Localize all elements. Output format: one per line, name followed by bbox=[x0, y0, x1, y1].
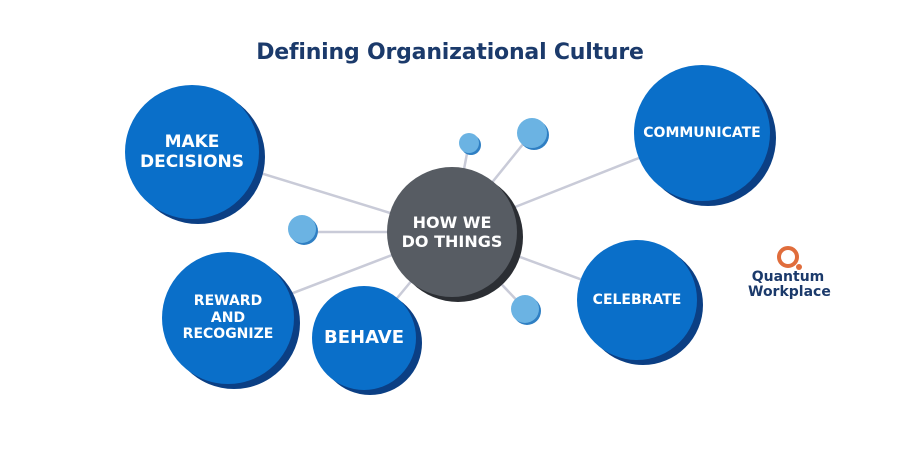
node-celebrate: CELEBRATE bbox=[577, 240, 697, 360]
small-dot bbox=[288, 215, 316, 243]
small-dot bbox=[511, 295, 539, 323]
quantum-workplace-logo: Quantum Workplace bbox=[748, 246, 831, 300]
center-label: HOW WE DO THINGS bbox=[401, 212, 503, 251]
node-label: COMMUNICATE bbox=[643, 124, 761, 141]
node-how-we-do-things: HOW WE DO THINGS bbox=[387, 167, 517, 297]
node-label: CELEBRATE bbox=[592, 291, 682, 308]
node-reward-and-recognize: REWARD AND RECOGNIZE bbox=[162, 252, 294, 384]
node-label: MAKE DECISIONS bbox=[139, 131, 245, 172]
small-dot bbox=[459, 133, 479, 153]
node-make-decisions: MAKE DECISIONS bbox=[125, 85, 259, 219]
logo-text: Quantum Workplace bbox=[748, 269, 831, 300]
small-dot bbox=[517, 118, 547, 148]
page-title: Defining Organizational Culture bbox=[256, 40, 644, 65]
node-label: REWARD AND RECOGNIZE bbox=[182, 292, 274, 343]
node-communicate: COMMUNICATE bbox=[634, 65, 770, 201]
node-behave: BEHAVE bbox=[312, 286, 416, 390]
logo-q-icon bbox=[777, 246, 802, 270]
node-label: BEHAVE bbox=[323, 327, 404, 349]
